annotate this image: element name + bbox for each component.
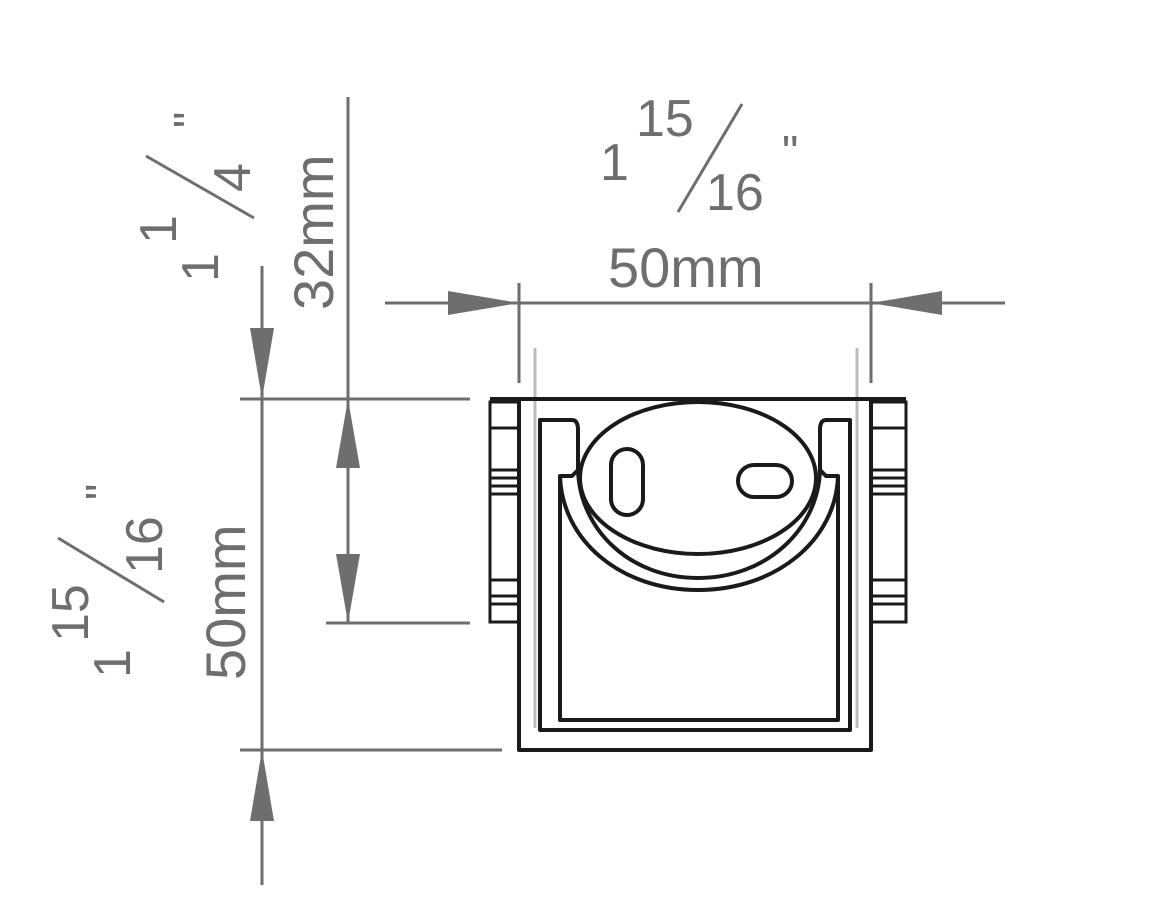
left-partial-inch-denominator: 4 bbox=[204, 163, 262, 192]
left-total-fraction-slash bbox=[57, 536, 165, 604]
mounting-slot-vertical bbox=[609, 447, 645, 517]
top-width-metric: 50mm bbox=[608, 236, 764, 299]
partial-arrow-bottom bbox=[336, 554, 360, 623]
left-total-inch-numerator: 15 bbox=[42, 584, 100, 642]
top-arrow-right bbox=[871, 291, 942, 315]
left-rail-clip bbox=[488, 400, 521, 624]
outlet-bowl-inner bbox=[576, 469, 822, 580]
top-width-inch-denominator: 16 bbox=[706, 164, 764, 222]
left-total-arrow-bottom bbox=[250, 750, 274, 821]
partial-arrow-top bbox=[336, 399, 360, 468]
outlet-ellipse bbox=[578, 400, 818, 556]
left-total-inch-mark: " bbox=[76, 484, 128, 500]
right-rail-clip bbox=[869, 400, 908, 624]
left-partial-inch-whole: 1 bbox=[172, 253, 230, 282]
top-width-fraction-slash bbox=[676, 103, 744, 213]
top-width-inch-mark: " bbox=[782, 126, 798, 178]
left-partial-height-dimension: 32mm 1 1 4 " bbox=[130, 97, 470, 625]
left-total-arrow-top bbox=[250, 328, 274, 399]
left-partial-inch-mark: " bbox=[164, 112, 216, 128]
left-partial-fraction-slash bbox=[145, 154, 255, 220]
left-partial-inch-numerator: 1 bbox=[130, 215, 188, 244]
left-partial-metric: 32mm bbox=[282, 154, 345, 310]
top-arrow-left bbox=[448, 291, 519, 315]
channel-profile bbox=[488, 348, 908, 752]
outlet-bowl-outer bbox=[558, 475, 840, 592]
mounting-slot-horizontal bbox=[736, 463, 794, 499]
channel-inner-wall bbox=[538, 418, 852, 732]
top-width-inch-whole: 1 bbox=[600, 134, 629, 192]
left-total-metric: 50mm bbox=[194, 524, 257, 680]
left-total-inch-whole: 1 bbox=[84, 649, 142, 678]
top-width-dimension: 1 15 16 " 50mm bbox=[385, 90, 1005, 383]
top-width-inch-numerator: 15 bbox=[636, 90, 694, 148]
left-total-inch-denominator: 16 bbox=[116, 516, 174, 574]
left-total-height-dimension: 50mm 1 15 16 " bbox=[42, 266, 502, 885]
